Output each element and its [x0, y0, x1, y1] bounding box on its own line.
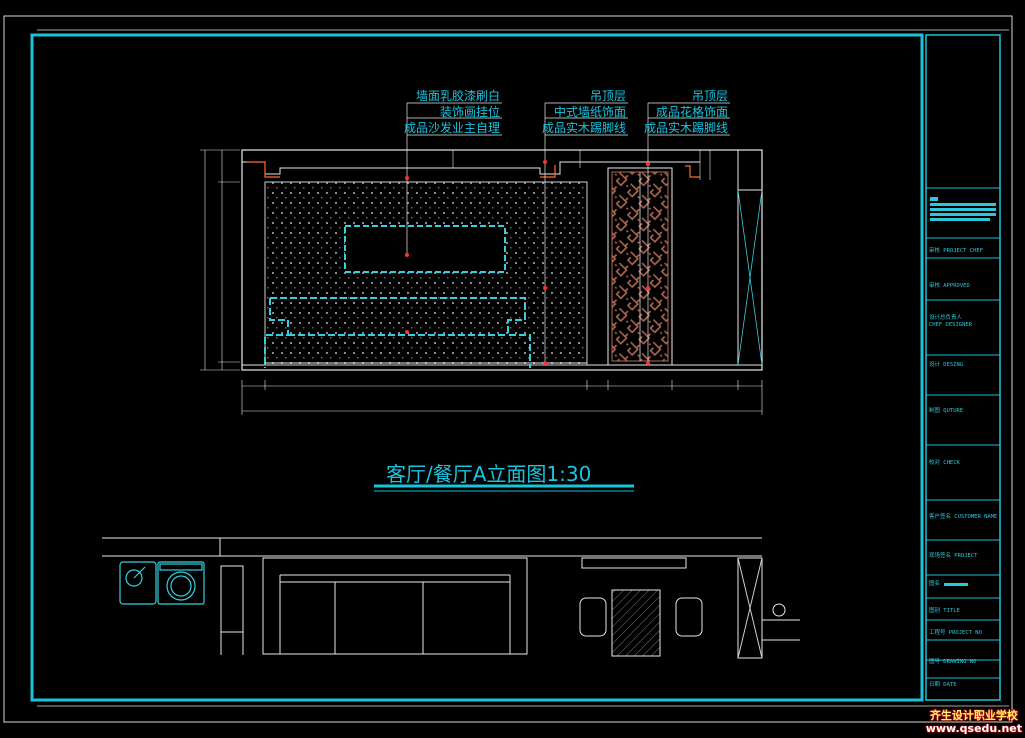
tb-date: 日期 DATE — [929, 681, 957, 688]
watermark-school: 齐生设计职业学校 — [929, 709, 1018, 722]
label-sofa: 成品沙发业主自理 — [404, 120, 500, 135]
tb-customer: 客户签名 CUSTOMER NAME — [929, 512, 997, 520]
tb-drawing-no: 图号 DRAWING NO — [929, 657, 976, 665]
plan-fixtures — [119, 561, 205, 605]
tb-chief-designer-cn: 设计总负责人 — [929, 313, 963, 321]
tb-site: 现场签名 PROJECT — [929, 551, 978, 559]
tb-design: 设计 DESING — [929, 360, 963, 368]
drawing-title: 客厅/餐厅A立面图1:30 — [386, 462, 591, 486]
tb-chief-designer: CHEF DESIGNER — [929, 322, 973, 328]
label-fretwork: 成品花格饰面 — [656, 104, 728, 119]
watermark-url: www.qsedu.net — [925, 722, 1022, 735]
drawing-title-group: 客厅/餐厅A立面图1:30 — [374, 462, 634, 492]
tb-project-no: 工程号 PROJECT NO — [929, 628, 982, 636]
label-ceiling-mid: 吊顶层 — [590, 89, 626, 103]
elevation-drawing: 墙面乳胶漆刷白 装饰画挂位 成品沙发业主自理 吊顶层 中式墙纸饰面 成品实木踢脚… — [200, 88, 763, 415]
label-skirting-mid: 成品实木踢脚线 — [542, 120, 626, 135]
tb-drawing-name: 图名 — [929, 579, 940, 587]
title-block: 审核 PROJECT CHEF 审核 APPROVED 设计总负责人 CHEF … — [925, 34, 1001, 701]
watermark: 齐生设计职业学校 www.qsedu.net — [926, 709, 1022, 735]
tb-project-chef: 审核 PROJECT CHEF — [929, 246, 983, 254]
label-skirting-right: 成品实木踢脚线 — [644, 120, 728, 135]
tb-check: 校对 CHECK — [929, 458, 961, 466]
tb-title: 图别 TITLE — [929, 606, 960, 614]
label-wallpaper: 中式墙纸饰面 — [554, 104, 626, 119]
label-wall-paint: 墙面乳胶漆刷白 — [416, 88, 500, 103]
sheet-frame — [3, 15, 1013, 723]
label-picture-hanging: 装饰画挂位 — [440, 104, 500, 119]
tb-approved: 审核 APPROVED — [929, 281, 970, 289]
tb-drawn: 制图 QUTURE — [929, 406, 963, 414]
plan-drawing — [102, 537, 800, 659]
label-ceiling-right: 吊顶层 — [692, 89, 728, 103]
